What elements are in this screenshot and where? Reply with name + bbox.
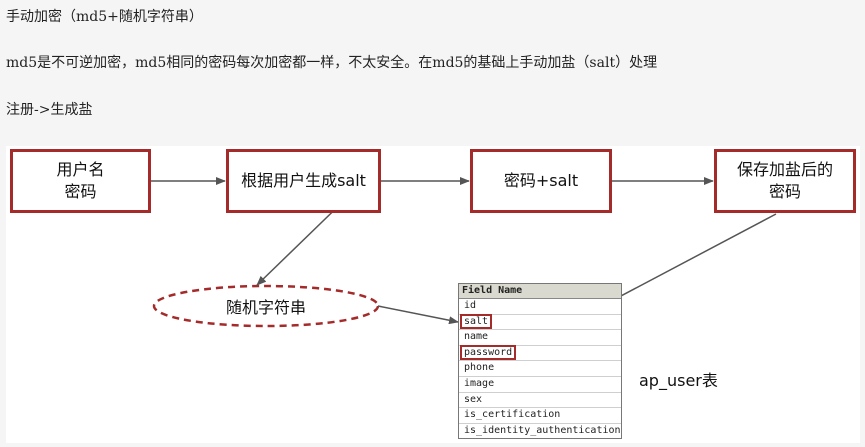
field-name: name: [464, 331, 489, 343]
table-name-label: ap_user表: [639, 371, 718, 390]
arrow-ellipse-to-salt-field: [377, 305, 459, 325]
field-name: password: [459, 344, 517, 360]
field-row: name: [459, 330, 621, 346]
field-name: is_identity_authentication: [464, 424, 621, 436]
field-row-salt: salt: [459, 313, 621, 331]
ap-user-field-table: Field Name id salt name password phone i…: [458, 283, 622, 440]
field-name: sex: [464, 393, 483, 405]
password-plus-salt-box: 密码+salt: [470, 149, 612, 213]
heading-line: 手动加密（md5+随机字符串）: [6, 9, 203, 25]
field-table-header: Field Name: [459, 284, 621, 299]
box4-label: 保存加盐后的 密码: [736, 160, 833, 201]
field-name: image: [464, 377, 495, 389]
field-row: is_identity_authentication: [459, 424, 621, 439]
field-row: image: [459, 377, 621, 393]
random-string-label: 随机字符串: [225, 298, 306, 317]
field-row: is_certification: [459, 408, 621, 424]
username-password-box: 用户名 密码: [10, 149, 151, 213]
field-row: id: [459, 299, 621, 315]
field-row: sex: [459, 393, 621, 409]
generate-salt-box: 根据用户生成salt: [226, 149, 381, 213]
box1-label: 用户名 密码: [56, 160, 105, 201]
field-name: is_certification: [464, 409, 561, 421]
field-row-password: password: [459, 344, 621, 362]
field-name: id: [464, 300, 477, 311]
field-row: phone: [459, 361, 621, 377]
box3-label: 密码+salt: [503, 171, 579, 190]
step-line: 注册->生成盐: [6, 102, 93, 118]
field-name: salt: [459, 313, 493, 329]
field-name: phone: [464, 362, 495, 374]
box2-label: 根据用户生成salt: [241, 171, 366, 190]
description-line: md5是不可逆加密，md5相同的密码每次加密都一样，不太安全。在md5的基础上手…: [6, 55, 658, 71]
save-salted-password-box: 保存加盐后的 密码: [714, 149, 856, 213]
salt-flow-diagram: 用户名 密码 根据用户生成salt 密码+salt 保存加盐后的 密码 随机字符…: [6, 146, 860, 443]
